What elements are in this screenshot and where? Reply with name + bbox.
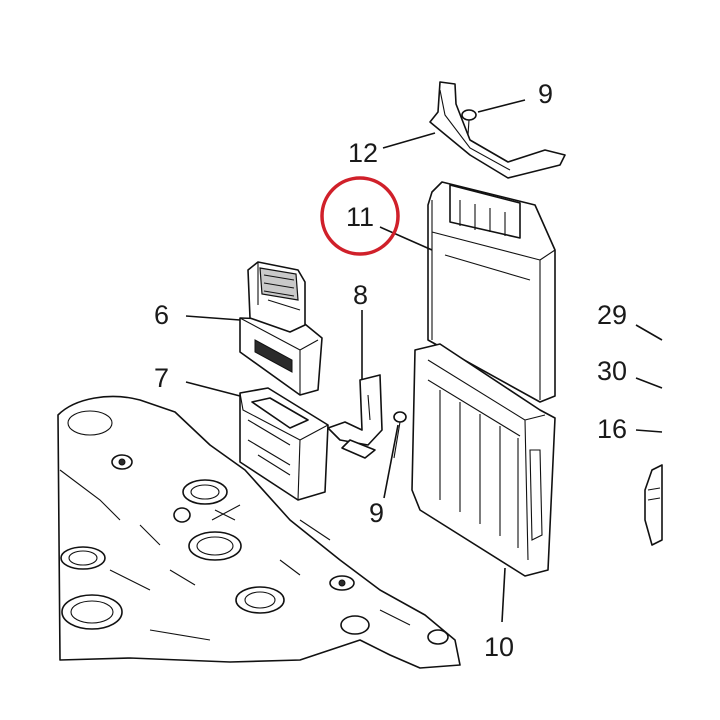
- callout-30: 30: [597, 356, 627, 386]
- part-9-screw-lower: [393, 411, 407, 459]
- highlight-circle: [320, 176, 400, 256]
- leader-16: [635, 429, 663, 433]
- callout-11: 11: [346, 202, 374, 232]
- callout-6: 6: [154, 300, 169, 330]
- part-7-holder: [239, 387, 329, 501]
- part-10-tray: [411, 343, 556, 577]
- part-11-ecu-module: [427, 181, 556, 403]
- leader-9-bottom: [383, 424, 399, 499]
- callout-9-top: 9: [538, 79, 553, 109]
- callout-29: 29: [597, 300, 627, 330]
- leader-12: [382, 132, 436, 149]
- callout-8: 8: [353, 280, 368, 310]
- leader-lines: [185, 99, 663, 623]
- leader-30: [635, 377, 663, 389]
- part-9-screw-upper: [461, 109, 477, 136]
- part-8-bracket: [327, 374, 383, 459]
- intake-manifold: [57, 395, 461, 669]
- leader-7: [185, 381, 241, 397]
- callout-9-bottom: 9: [369, 498, 384, 528]
- part-16-partial: [644, 464, 663, 546]
- callout-7: 7: [154, 363, 169, 393]
- leader-9-top: [477, 99, 526, 113]
- callout-10: 10: [484, 632, 514, 662]
- part-6-connector: [239, 261, 323, 396]
- leader-10: [501, 567, 506, 623]
- leader-6: [185, 315, 241, 321]
- part-12-bracket: [429, 81, 566, 179]
- leader-11: [379, 226, 433, 251]
- callout-16: 16: [597, 414, 627, 444]
- leader-29: [635, 324, 663, 341]
- callout-12: 12: [348, 138, 378, 168]
